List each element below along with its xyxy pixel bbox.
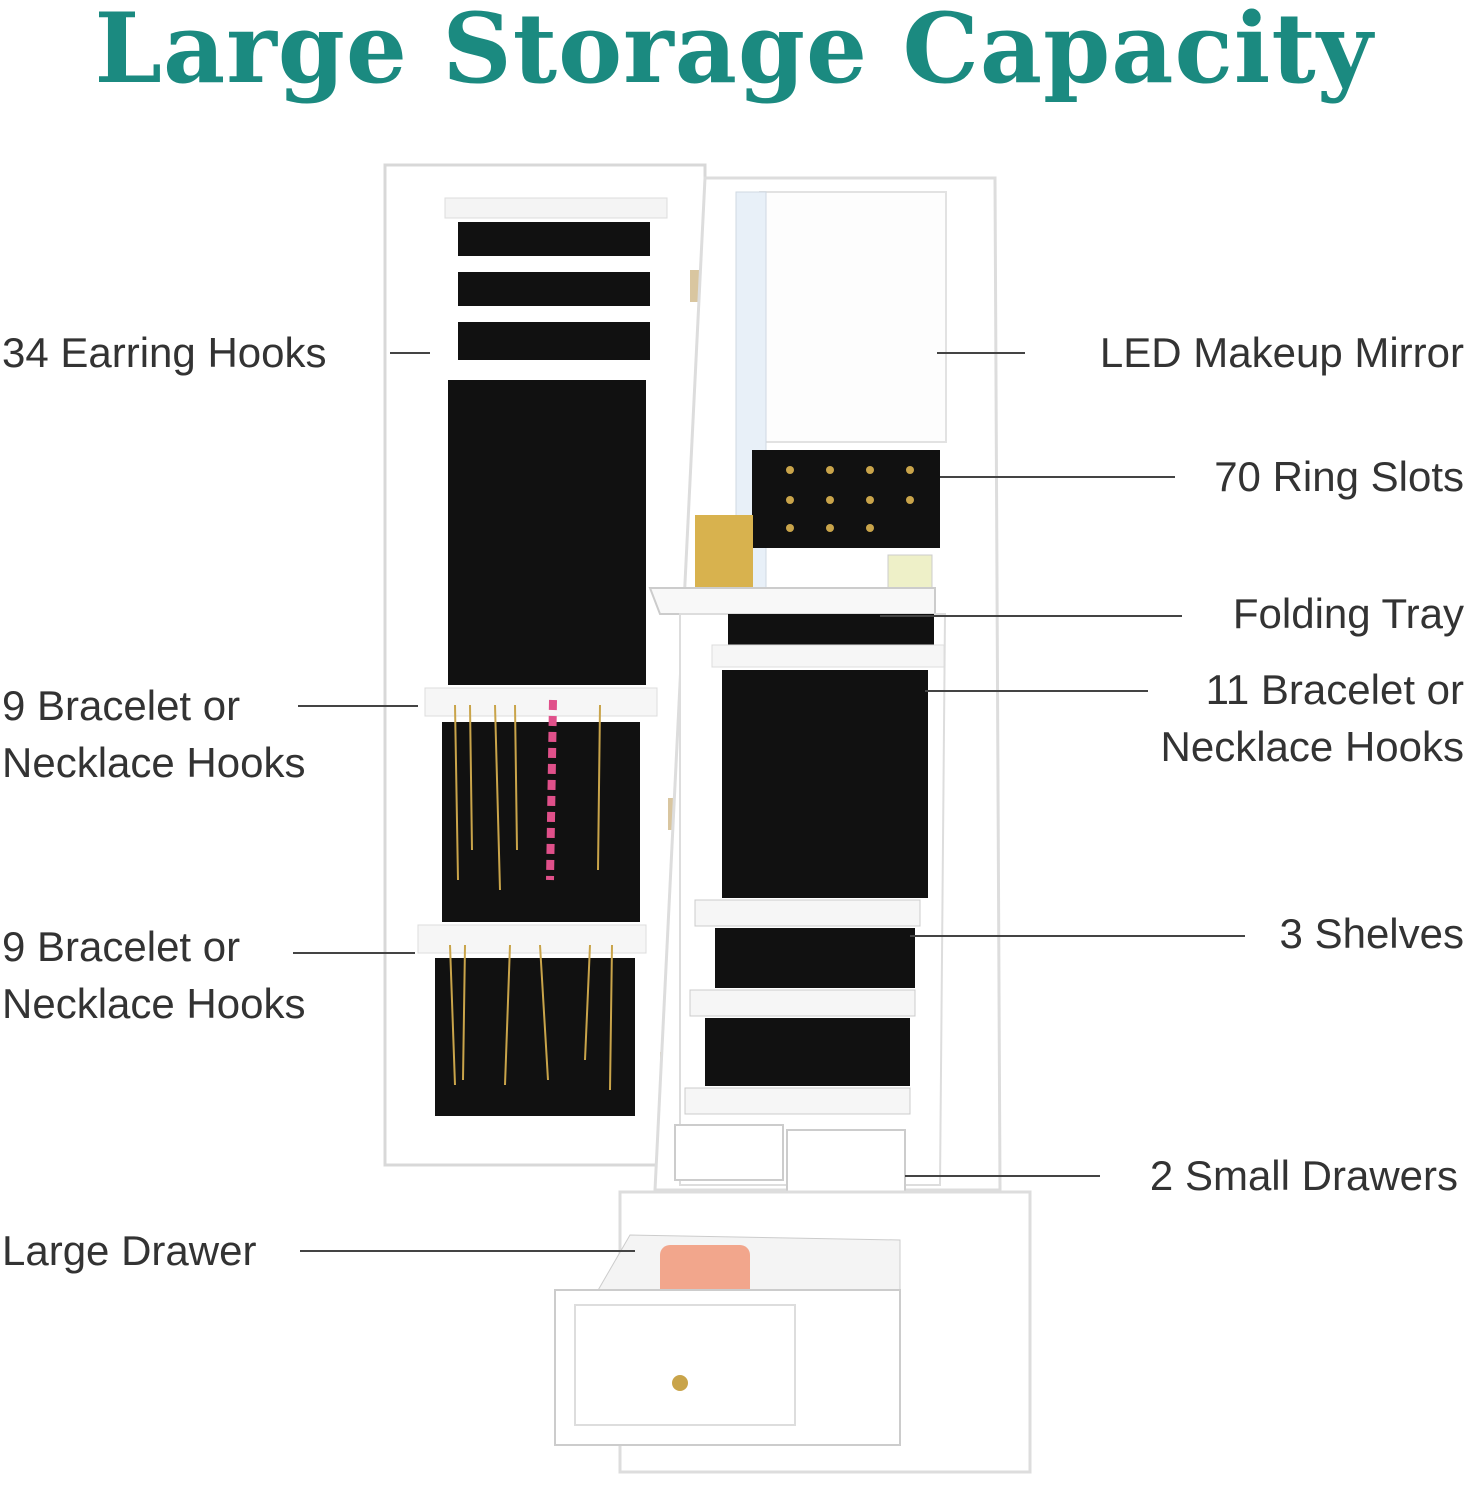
shelf-1	[694, 899, 921, 927]
leader-line	[293, 952, 415, 954]
earring-panel-1	[458, 222, 650, 256]
callout-earring-hooks: 34 Earring Hooks	[2, 329, 327, 376]
small-drawer-left	[674, 1124, 784, 1181]
right-lining	[722, 670, 928, 898]
small-drawer-right	[786, 1129, 906, 1193]
callout-left-hooks-lower-line2: Necklace Hooks	[2, 980, 306, 1027]
callout-left-hooks-upper-line1: 9 Bracelet or	[2, 682, 241, 729]
led-makeup-mirror	[759, 191, 947, 443]
left-hook-bar-1	[424, 687, 658, 717]
callout-left-hooks-upper-line2: Necklace Hooks	[2, 739, 306, 786]
leader-line	[940, 476, 1175, 478]
folding-tray	[648, 587, 936, 615]
leader-line	[925, 690, 1148, 692]
callout-small-drawers: 2 Small Drawers	[1149, 1152, 1458, 1199]
large-drawer-front	[554, 1289, 901, 1446]
leader-line	[910, 935, 1245, 937]
callout-large-drawer: Large Drawer	[2, 1227, 257, 1274]
leader-line	[298, 705, 418, 707]
leader-line	[905, 1175, 1100, 1177]
left-middle-lining	[442, 722, 640, 922]
callout-led-mirror: LED Makeup Mirror	[1099, 329, 1464, 376]
callout-ring-slots: 70 Ring Slots	[1214, 453, 1464, 500]
shelf-lining-2	[715, 928, 915, 988]
callout-right-hooks-line2: Necklace Hooks	[1160, 723, 1464, 770]
right-hook-bar	[711, 644, 945, 668]
callout-right-hooks-line1: 11 Bracelet or	[1205, 666, 1464, 713]
earring-bar	[444, 197, 668, 219]
drawer-knob	[672, 1375, 688, 1391]
callout-shelves: 3 Shelves	[1279, 910, 1464, 957]
brush-holder	[695, 515, 753, 590]
shelf-2	[689, 989, 916, 1017]
left-upper-lining	[448, 380, 646, 685]
earring-panel-2	[458, 272, 650, 306]
leader-line	[880, 615, 1182, 617]
leader-line	[937, 352, 1025, 354]
page-title: Large Storage Capacity	[94, 0, 1374, 105]
earring-panel-3	[458, 322, 650, 360]
leader-line	[300, 1250, 635, 1252]
leader-line	[390, 352, 430, 354]
callout-left-hooks-lower-line1: 9 Bracelet or	[2, 923, 241, 970]
colorful-chain	[546, 699, 557, 881]
shelf-3	[684, 1087, 911, 1115]
left-lower-lining	[435, 958, 635, 1116]
shelf-lining-3	[705, 1018, 910, 1086]
rings	[786, 466, 914, 532]
large-drawer-panel	[574, 1304, 796, 1426]
callout-folding-tray: Folding Tray	[1232, 590, 1464, 637]
left-hook-bar-2	[417, 924, 647, 954]
